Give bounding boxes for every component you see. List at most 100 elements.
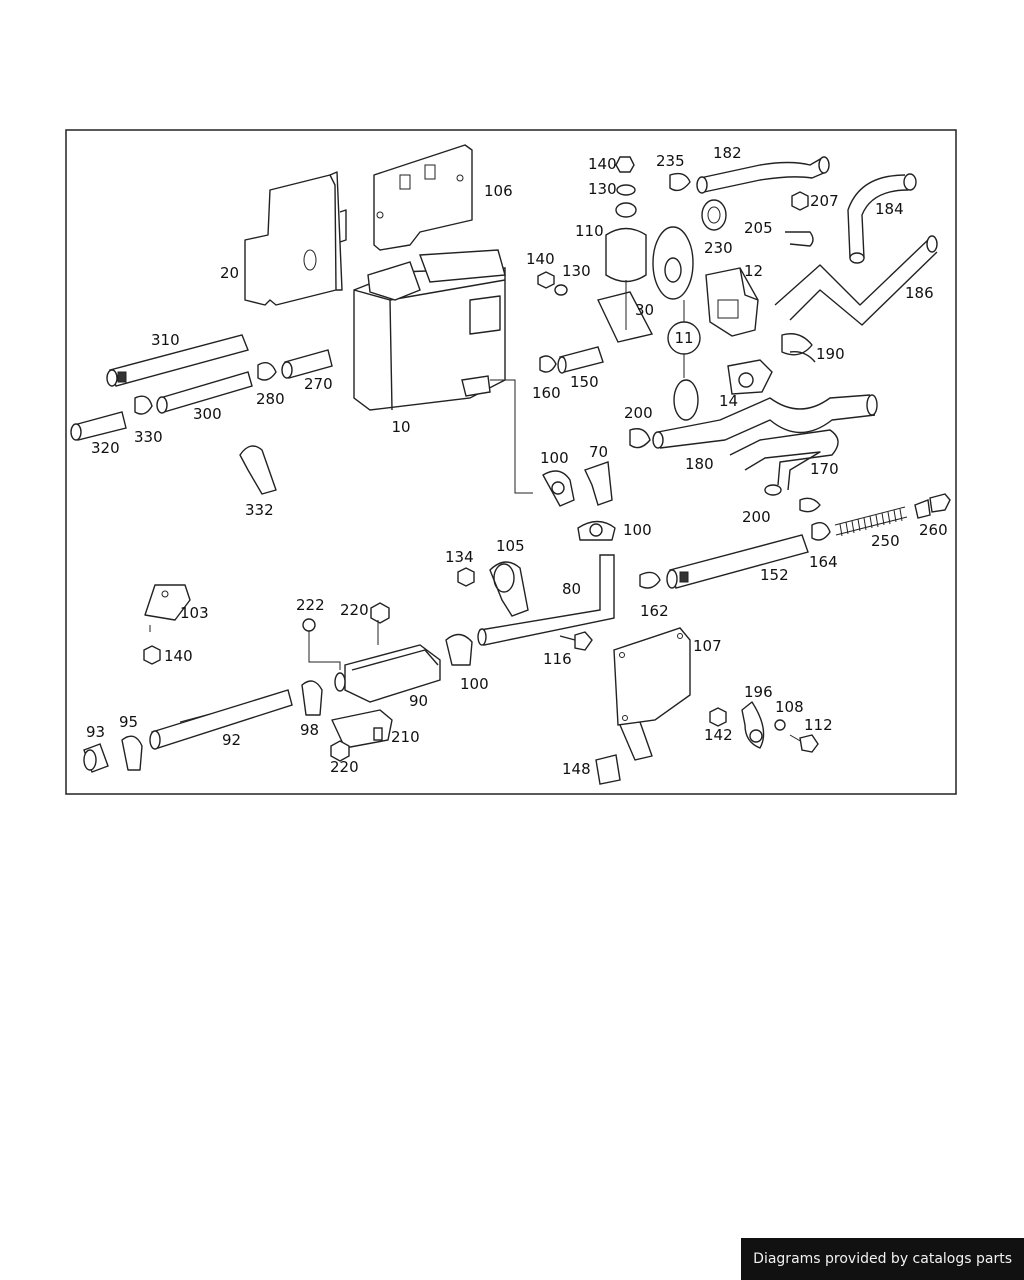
nut-220-a [370,602,390,624]
label-11: 11 [674,329,693,347]
nut-140-c [143,645,161,665]
label-270: 270 [304,375,333,393]
clamp-205-207 [785,191,814,247]
label-207: 207 [810,192,839,210]
pipe-152 [666,534,809,589]
pipe-92 [149,689,293,750]
nut-220-b [330,740,350,762]
hose-184 [847,173,917,264]
label-140-a: 140 [588,155,617,173]
label-170: 170 [810,460,839,478]
sleeve-93 [83,743,109,773]
clamp-95 [121,735,143,771]
part-110-mount [537,156,654,343]
label-12: 12 [744,262,763,280]
label-184: 184 [875,200,904,218]
label-108: 108 [775,698,804,716]
label-30: 30 [635,301,654,319]
label-235: 235 [656,152,685,170]
pipe-80 [477,554,615,646]
label-300: 300 [193,405,222,423]
footer-badge: Diagrams provided by catalogs parts [741,1238,1024,1280]
muffler-90 [334,620,441,703]
label-310: 310 [151,331,180,349]
hose-250 [834,506,908,537]
label-164: 164 [809,553,838,571]
label-230: 230 [704,239,733,257]
nut-142 [709,707,727,727]
label-20: 20 [220,264,239,282]
label-162: 162 [640,602,669,620]
hose-186 [774,235,938,326]
clamp-98 [301,680,323,716]
footer-text: Diagrams provided by catalogs parts [753,1251,1012,1267]
label-186: 186 [905,284,934,302]
label-220-a: 220 [340,601,369,619]
clip-332 [239,445,277,495]
clip-100-a [542,470,575,507]
label-250: 250 [871,532,900,550]
label-205: 205 [744,219,773,237]
diagram-frame [65,129,957,795]
bolt-116 [559,631,593,651]
tube-270 [281,349,333,379]
label-93: 93 [86,723,105,741]
clamp-280-330 [134,362,277,415]
tube-320 [70,411,127,441]
clamp-160 [539,355,557,373]
label-160: 160 [532,384,561,402]
label-103: 103 [180,604,209,622]
label-92: 92 [222,731,241,749]
plate-107 [613,627,691,761]
label-100-b: 100 [623,521,652,539]
label-152: 152 [760,566,789,584]
label-107: 107 [693,637,722,655]
label-100-a: 100 [540,449,569,467]
hose-170 [729,429,839,496]
label-332: 332 [245,501,274,519]
label-14: 14 [719,392,738,410]
label-134: 134 [445,548,474,566]
label-280: 280 [256,390,285,408]
label-70: 70 [589,443,608,461]
bracket-105 [489,561,529,617]
part-labels: 10 11 12 14 20 30 70 80 90 92 93 95 98 1… [86,144,948,778]
tube-300 [156,371,253,414]
label-330: 330 [134,428,163,446]
clamp-190 [781,333,816,363]
hose-182 [696,156,830,194]
label-140-b: 140 [526,250,555,268]
label-100-c: 100 [460,675,489,693]
clamp-162 [639,571,661,589]
elbow-70 [584,461,613,506]
clip-196 [741,701,765,749]
label-260: 260 [919,521,948,539]
label-140-c: 140 [164,647,193,665]
label-130-a: 130 [588,180,617,198]
bolt-112 [789,734,819,753]
label-130-b: 130 [562,262,591,280]
label-200-b: 200 [742,508,771,526]
label-182: 182 [713,144,742,162]
bracket-line [490,379,533,494]
label-90: 90 [409,692,428,710]
label-142: 142 [704,726,733,744]
bracket-103 [144,584,191,632]
label-112: 112 [804,716,833,734]
clamp-235 [669,172,691,192]
label-148: 148 [562,760,591,778]
clamp-200 [629,428,821,513]
tube-310 [106,334,249,387]
clip-100-b [577,520,616,541]
label-196: 196 [744,683,773,701]
part-11-seal [652,226,701,421]
part-106-plate [373,144,473,251]
tube-150 [557,346,604,374]
label-222: 222 [296,596,325,614]
part-14-pump [727,359,773,395]
part-230-ring [701,199,727,231]
fitting-260 [914,493,951,519]
label-320: 320 [91,439,120,457]
part-12-pump-housing [705,267,759,337]
